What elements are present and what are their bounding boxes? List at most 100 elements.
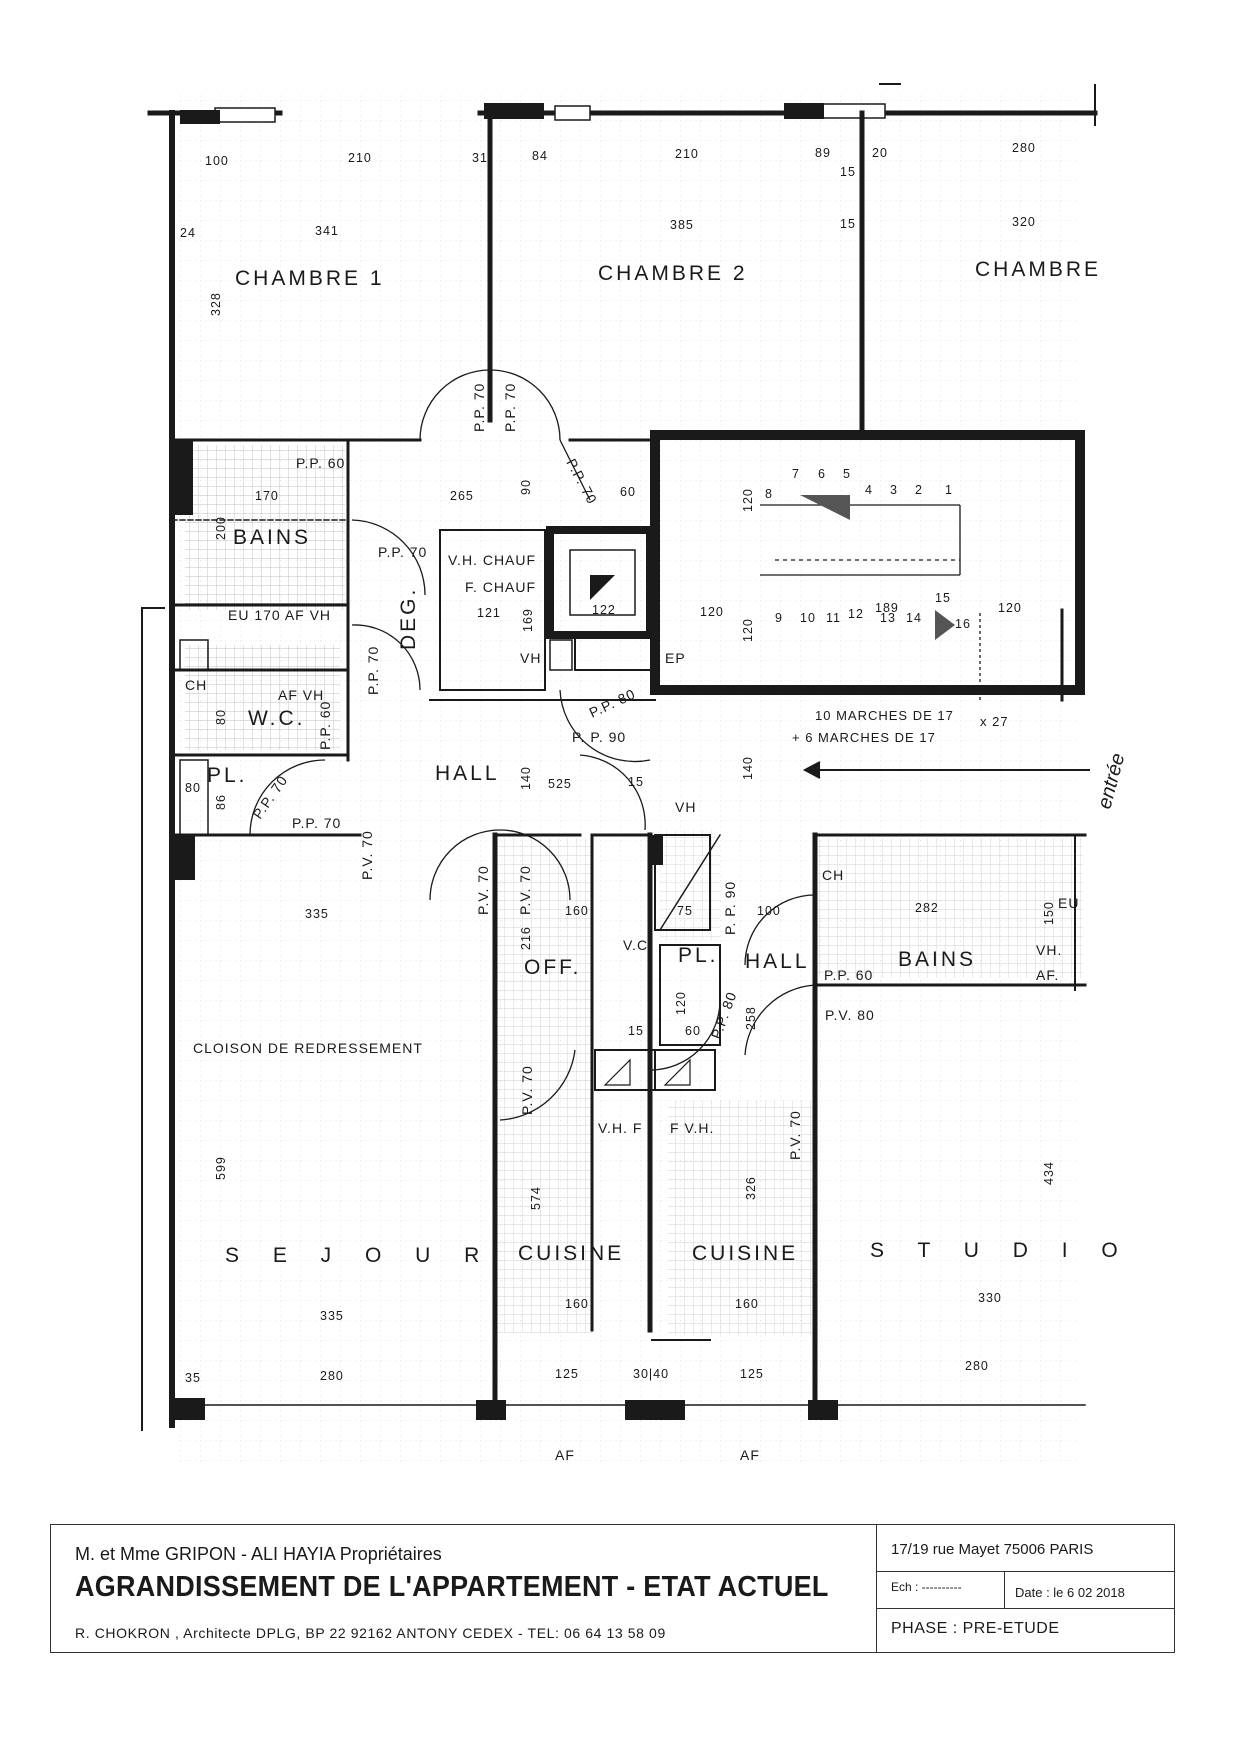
- dimension: 210: [675, 147, 699, 161]
- room-pl-right: PL.: [678, 944, 719, 967]
- dimension: 15: [628, 1024, 644, 1038]
- dimension: 120: [998, 601, 1022, 615]
- stair-number: 3: [890, 483, 898, 497]
- stair-number: 13: [880, 611, 896, 625]
- label-pp90-hall: P. P. 90: [572, 729, 626, 745]
- label-vh-right: VH.: [1036, 942, 1062, 958]
- label-pp70-wc-vert: P.P. 70: [365, 646, 381, 695]
- stair-number: 2: [915, 483, 923, 497]
- dimension: 200: [214, 516, 228, 540]
- label-pv70-cuisine: P.V. 70: [519, 1065, 535, 1115]
- dimension: 160: [565, 1297, 589, 1311]
- dimension: 120: [674, 991, 688, 1015]
- room-deg: DEG.: [397, 587, 420, 650]
- room-vc: V.C: [623, 937, 648, 953]
- dimension: 341: [315, 224, 339, 238]
- dimension: 140: [519, 766, 533, 790]
- label-af-2: AF: [740, 1447, 760, 1463]
- dimension: 100: [757, 904, 781, 918]
- dimension: 121: [477, 606, 501, 620]
- title-block-info: 17/19 rue Mayet 75006 PARIS Ech : ------…: [877, 1525, 1174, 1652]
- label-pp60-bath: P.P. 60: [296, 455, 345, 471]
- dimension: 20: [872, 146, 888, 160]
- dimension: 335: [305, 907, 329, 921]
- label-f-vh: F V.H.: [670, 1120, 714, 1136]
- stair-number: 6: [818, 467, 826, 481]
- dimension: 328: [209, 292, 223, 316]
- dimension: 90: [519, 479, 533, 495]
- room-hall-main: HALL: [435, 762, 500, 785]
- label-af-1: AF: [555, 1447, 575, 1463]
- room-sejour: S E J O U R: [225, 1244, 493, 1267]
- label-pv70-sejour: P.V. 70: [359, 830, 375, 880]
- dimension: 120: [741, 618, 755, 642]
- room-studio: S T U D I O: [870, 1239, 1132, 1262]
- dimension: 335: [320, 1309, 344, 1323]
- stair-number: 1: [945, 483, 953, 497]
- dimension: 24: [180, 226, 196, 240]
- dimension: 282: [915, 901, 939, 915]
- dimension: 125: [555, 1367, 579, 1381]
- door-swings: [249, 369, 816, 1121]
- dimension: 140: [741, 756, 755, 780]
- dimension: 31: [472, 151, 488, 165]
- dimension: 170: [255, 489, 279, 503]
- dimension: 525: [548, 777, 572, 791]
- dimension: 84: [532, 149, 548, 163]
- dimension: 258: [744, 1006, 758, 1030]
- dimension: 80: [185, 781, 201, 795]
- room-chambre-3: CHAMBRE: [975, 258, 1101, 281]
- entrance-arrow: [802, 761, 1090, 779]
- label-eu-right: EU: [1058, 895, 1079, 911]
- label-pp70-vert-1: P.P. 70: [471, 383, 487, 432]
- drawing-title: AGRANDISSEMENT DE L'APPARTEMENT - ETAT A…: [75, 1571, 829, 1603]
- stair-number: 12: [848, 607, 864, 621]
- dimension: 265: [450, 489, 474, 503]
- dimension: 100: [205, 154, 229, 168]
- tiled-floors: [185, 445, 1083, 1335]
- architect-line: R. CHOKRON , Architecte DPLG, BP 22 9216…: [75, 1625, 666, 1641]
- phase-field: PHASE : PRE-ETUDE: [891, 1620, 1060, 1637]
- label-pp70-vert-2: P.P. 70: [502, 383, 518, 432]
- label-pp60-wc: P.P. 60: [317, 701, 333, 750]
- room-pl-left: PL.: [207, 764, 248, 787]
- label-vh-chauf: V.H. CHAUF: [448, 552, 536, 568]
- label-pv80: P.V. 80: [825, 1007, 875, 1023]
- label-pv70-a: P.V. 70: [475, 865, 491, 915]
- dimension: 574: [529, 1186, 543, 1210]
- dimension: 150: [1042, 901, 1056, 925]
- dimension: 80: [214, 709, 228, 725]
- label-af-vh-wc: AF VH: [278, 687, 324, 703]
- dimension: 120: [741, 488, 755, 512]
- room-wc: W.C.: [248, 707, 306, 730]
- label-pp90-vert: P. P. 90: [722, 881, 738, 935]
- dimension: 122: [592, 603, 616, 617]
- dimension: 330: [978, 1291, 1002, 1305]
- dimension: 60: [620, 485, 636, 499]
- stair-number: 9: [775, 611, 783, 625]
- dimension: 189: [875, 601, 899, 615]
- label-ch-left: CH: [185, 677, 207, 693]
- room-chambre-1: CHAMBRE 1: [235, 267, 385, 290]
- dimension: 320: [1012, 215, 1036, 229]
- dimension: 434: [1042, 1161, 1056, 1185]
- dimension: 60: [685, 1024, 701, 1038]
- room-hall-right: HALL: [745, 950, 810, 973]
- label-pv70-b: P.V. 70: [517, 865, 533, 915]
- label-f-chauf: F. CHAUF: [465, 579, 536, 595]
- label-stairs-x: x 27: [980, 714, 1009, 729]
- stair-number: 10: [800, 611, 816, 625]
- stair-number: 15: [935, 591, 951, 605]
- room-bains-right: BAINS: [898, 948, 976, 971]
- dimension: 280: [320, 1369, 344, 1383]
- dimension: 599: [214, 1156, 228, 1180]
- dimension: 125: [740, 1367, 764, 1381]
- dimension: 120: [700, 605, 724, 619]
- floor-plan: CHAMBRE 1 CHAMBRE 2 CHAMBRE BAINS W.C. P…: [141, 83, 1132, 1465]
- label-cloison: CLOISON DE REDRESSEMENT: [193, 1040, 423, 1056]
- drafting-grid: [180, 95, 1080, 1465]
- dimension: 210: [348, 151, 372, 165]
- dimension: 35: [185, 1371, 201, 1385]
- dimension: 280: [1012, 141, 1036, 155]
- dimension: 169: [521, 608, 535, 632]
